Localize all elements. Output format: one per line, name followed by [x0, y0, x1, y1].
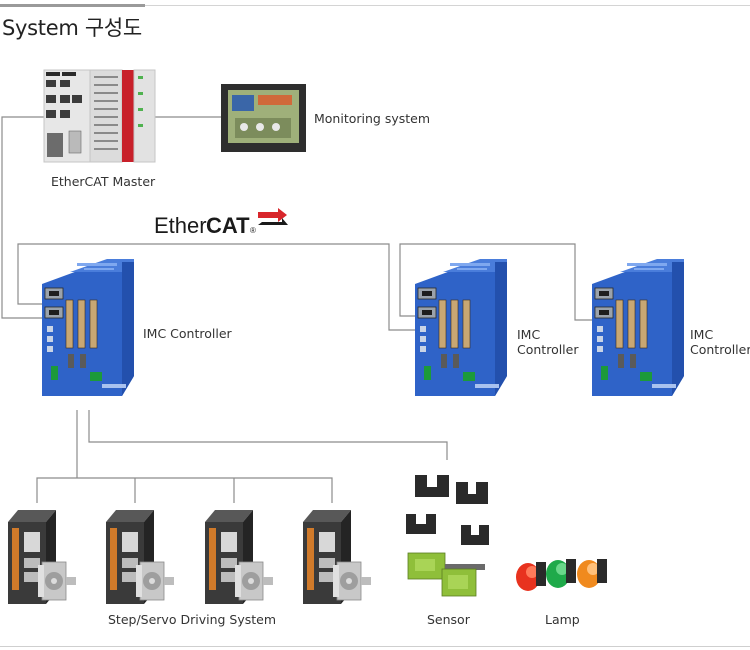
title-underline-accent	[0, 4, 145, 7]
imc-controller-main-image	[41, 258, 135, 397]
imc-controller-2-label-line1: IMC	[517, 327, 541, 342]
drive-image-2	[105, 509, 175, 605]
svg-text:Ether: Ether	[154, 213, 207, 238]
lamp-label: Lamp	[545, 612, 580, 627]
monitoring-system-label: Monitoring system	[314, 111, 431, 126]
lamp-image	[516, 559, 607, 591]
page-title: System 구성도	[2, 16, 142, 40]
imc-controller-2-image	[414, 258, 508, 397]
drive-image-4	[302, 509, 372, 605]
drive-image-1	[7, 509, 77, 605]
imc-controller-2-label-line2: Controller	[517, 342, 579, 357]
ethercat-logo: Ether CAT ®	[154, 208, 288, 238]
step-servo-driving-system-label: Step/Servo Driving System	[108, 612, 277, 627]
sensor-image	[406, 475, 489, 597]
svg-text:®: ®	[250, 226, 256, 235]
drive-image-3	[204, 509, 274, 605]
monitoring-system-image	[221, 84, 306, 152]
connection-lines	[1, 116, 596, 503]
svg-text:CAT: CAT	[206, 213, 250, 238]
imc-controller-3-image	[591, 258, 685, 397]
imc-controller-3-label-line1: IMC	[690, 327, 714, 342]
bottom-divider	[0, 646, 750, 647]
imc-controller-main-label: IMC Controller	[143, 326, 232, 341]
sensor-label: Sensor	[427, 612, 470, 627]
ethercat-master-image	[43, 69, 156, 163]
imc-controller-3-label-line2: Controller	[690, 342, 750, 357]
title-underline	[145, 5, 750, 6]
ethercat-master-label: EtherCAT Master	[51, 174, 156, 189]
